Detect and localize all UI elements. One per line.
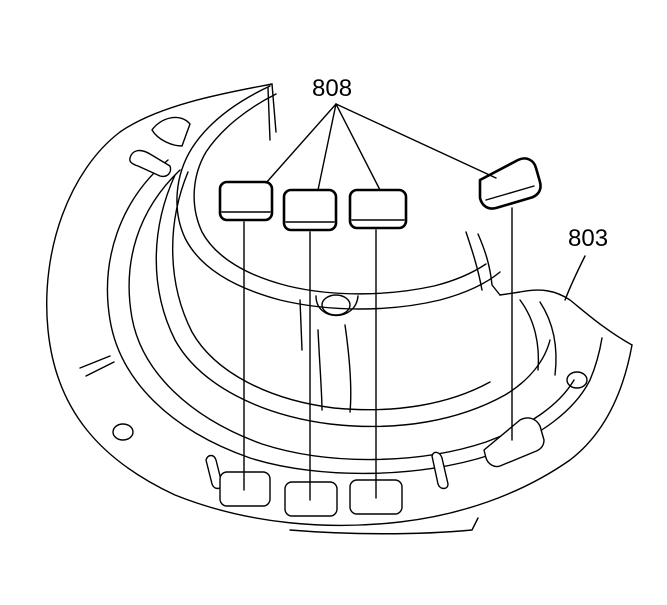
shield-flange-ring	[106, 159, 603, 475]
shield-center-boss	[315, 295, 359, 317]
shield-mount-hole-right	[566, 371, 588, 389]
callout-803: 803	[568, 225, 608, 252]
shield-rim-slot-2	[431, 451, 449, 490]
shield-bottom-lip	[289, 517, 479, 535]
leader-808-3	[335, 103, 381, 191]
leaders-808	[265, 103, 497, 191]
pads-808	[218, 157, 542, 232]
shield-slot-left	[129, 149, 172, 178]
pad-808-1	[218, 180, 274, 222]
shield-tube-right-2	[465, 231, 483, 291]
shield-rib-5	[539, 301, 557, 376]
pad-seat-4	[483, 417, 545, 468]
leader-808-4	[335, 103, 497, 179]
shield-cone-outer	[155, 174, 551, 428]
leader-803	[564, 255, 586, 301]
leader-808-1	[265, 103, 337, 184]
alignment-lines	[243, 207, 513, 501]
leader-808-2	[317, 103, 337, 191]
shield-slot-left-2	[79, 355, 115, 377]
shield-tube-right	[477, 233, 501, 296]
pad-808-4	[478, 157, 542, 210]
shield-tube-left	[267, 83, 277, 141]
shield-tab-top-left	[151, 116, 191, 147]
pad-808-3	[348, 188, 408, 230]
shield-cone-inner	[172, 171, 491, 411]
shield-outer-edge	[46, 83, 633, 527]
shield-rib-4	[519, 299, 540, 371]
shield-center-hole	[321, 294, 351, 316]
shield-mount-hole-left	[112, 423, 134, 441]
pad-808-2	[282, 188, 338, 232]
shield-rib-3	[317, 329, 323, 411]
pad-seat-1	[219, 471, 271, 507]
splash-shield-803	[46, 83, 633, 535]
pad-seats	[219, 417, 545, 517]
shield-opening-rim-inner	[193, 93, 487, 295]
shield-right-edge	[499, 289, 633, 346]
shield-rib-1	[299, 299, 303, 351]
pad-seat-2	[284, 481, 338, 517]
shield-opening-rim	[176, 85, 501, 310]
callout-808: 808	[312, 75, 352, 102]
shield-rib-2	[344, 324, 352, 413]
